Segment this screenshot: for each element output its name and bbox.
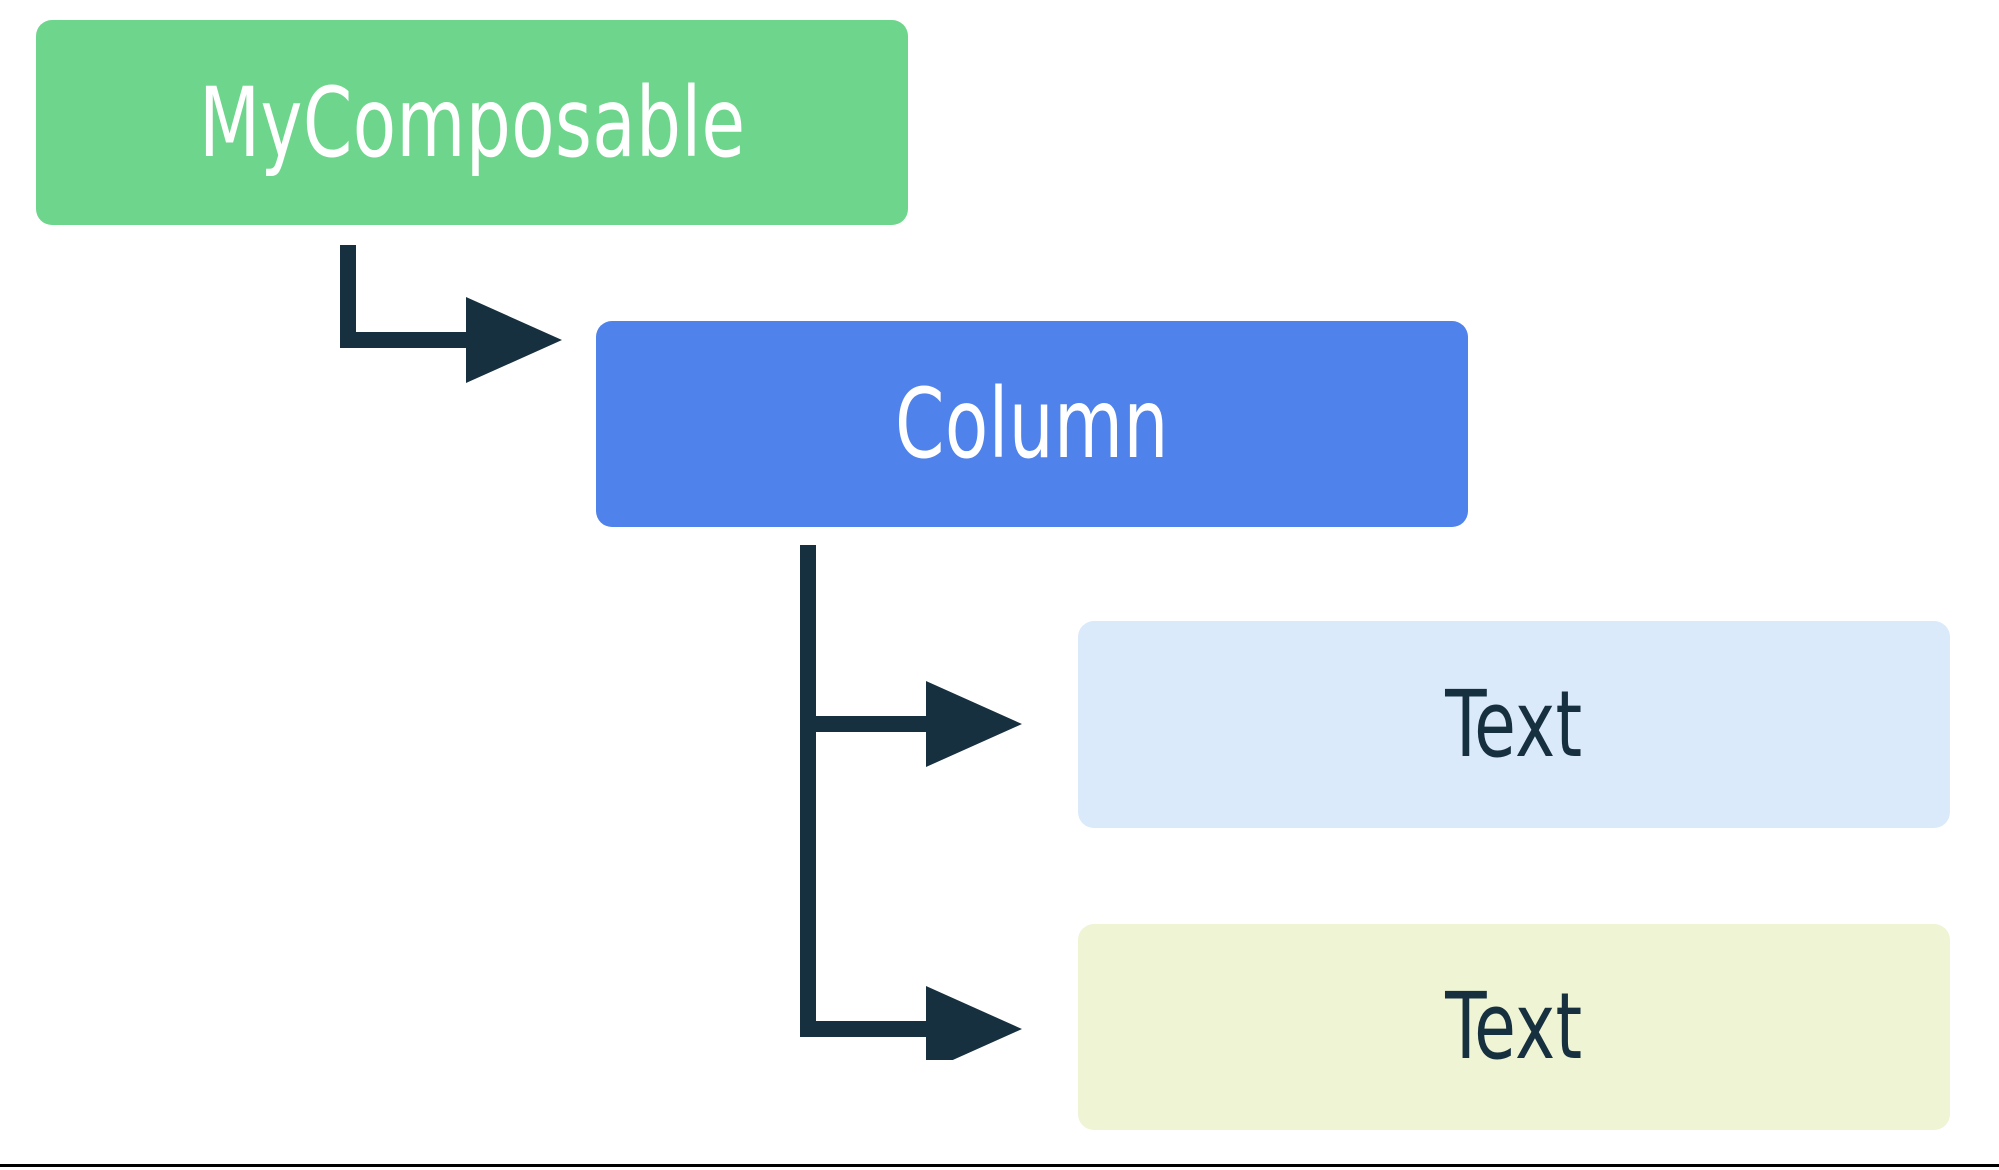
arrowhead-icon (926, 986, 1022, 1072)
node-text-first-label: Text (1445, 670, 1583, 778)
connector-mycomposable-to-column (330, 245, 590, 455)
node-text-second-label: Text (1445, 973, 1583, 1080)
node-mycomposable-label: MyComposable (198, 66, 746, 179)
node-column[interactable]: Column (596, 321, 1468, 527)
node-text-first[interactable]: Text (1078, 621, 1950, 828)
node-text-second[interactable]: Text (1078, 924, 1950, 1130)
bottom-divider (0, 1164, 1999, 1167)
arrowhead-icon (466, 297, 562, 383)
node-column-label: Column (895, 368, 1169, 480)
arrowhead-icon (926, 681, 1022, 767)
connector-column-to-texts (790, 545, 1050, 1072)
node-mycomposable[interactable]: MyComposable (36, 20, 908, 225)
